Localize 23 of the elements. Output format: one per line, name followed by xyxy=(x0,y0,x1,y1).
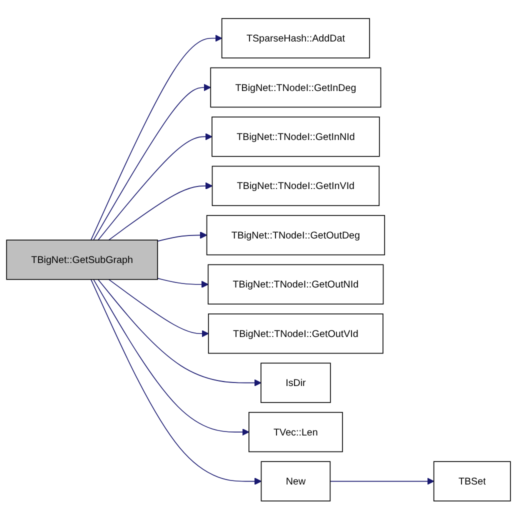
node-box: TBigNet::TNodeI::GetOutVId xyxy=(208,314,384,354)
node-box: TBSet xyxy=(433,461,511,502)
arrow xyxy=(90,279,262,486)
node-box: TVec::Len xyxy=(248,412,343,452)
node-box: TBigNet::TNodeI::GetInNId xyxy=(212,116,380,158)
arrow xyxy=(98,279,262,387)
node-box: New xyxy=(260,461,331,502)
arrow xyxy=(108,279,209,338)
arrow xyxy=(157,278,208,288)
node-box: TBigNet::TNodeI::GetOutNId xyxy=(208,264,384,305)
node-box: IsDir xyxy=(260,362,331,404)
arrow xyxy=(90,34,222,241)
arrow xyxy=(98,133,212,241)
arrow xyxy=(93,84,211,241)
node-box: TSparseHash::AddDat xyxy=(221,18,370,59)
arrow xyxy=(108,182,213,241)
arrow xyxy=(93,279,250,436)
arrow xyxy=(157,232,208,242)
node-box: TBigNet::TNodeI::GetOutDeg xyxy=(206,215,386,256)
arrow xyxy=(330,478,434,486)
node-box: TBigNet::TNodeI::GetInDeg xyxy=(210,68,382,108)
node-box: TBigNet::GetSubGraph xyxy=(6,240,158,280)
node-box: TBigNet::TNodeI::GetInVId xyxy=(212,166,380,206)
